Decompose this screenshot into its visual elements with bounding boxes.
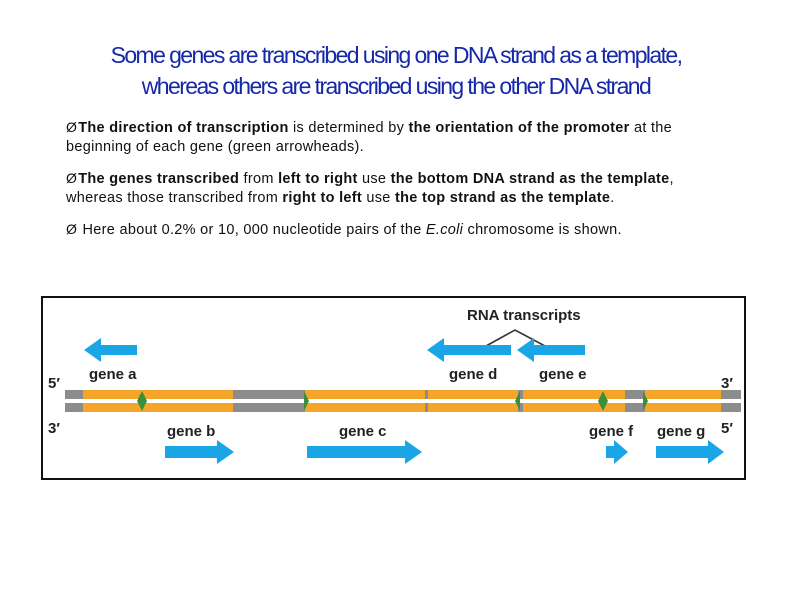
bullet-2-bold-1: The genes transcribed (78, 171, 240, 187)
title-line-2: whereas others are transcribed using the… (141, 73, 652, 99)
promoter-a (137, 391, 147, 411)
transcript-arrow-gene-e (517, 338, 585, 362)
transcript-arrow-gene-b (165, 440, 234, 464)
bullet-1-text-2: at the beginning of each gene (green arr… (66, 120, 673, 155)
bullet-3-text-1: Here about 0.2% or 10, 000 nucleotide pa… (78, 222, 426, 238)
bullet-2-bold-4: right to left (282, 190, 363, 206)
gene-region-c-top (305, 390, 425, 399)
transcript-arrow-gene-c (307, 440, 422, 464)
gene-f-label: gene f (589, 423, 634, 440)
promoter-f (598, 391, 608, 411)
gene-e-label: gene e (539, 366, 587, 383)
gene-diagram: RNA transcripts 5′ 3′ 3′ 5′ gene a gene … (41, 296, 746, 480)
bullet-ecoli: Ø Here about 0.2% or 10, 000 nucleotide … (66, 220, 726, 240)
transcript-arrow-gene-a (84, 338, 137, 362)
five-prime-left: 5′ (48, 375, 60, 392)
gene-d-label: gene d (449, 366, 497, 383)
promoter-d (515, 391, 520, 411)
promoter-c (304, 391, 309, 411)
bullet-3-text-2: chromosome is shown. (463, 222, 622, 238)
bullet-arrow-icon: Ø (66, 119, 78, 135)
slide-title: Some genes are transcribed using one DNA… (40, 40, 752, 102)
bullet-2-bold-3: the bottom DNA strand as the template (390, 171, 670, 187)
bullet-1-text-1: is determined by (288, 120, 409, 136)
promoter-g (643, 391, 648, 411)
bullet-strands: ØThe genes transcribed from left to righ… (66, 169, 726, 208)
three-prime-left: 3′ (48, 420, 60, 437)
gene-region-c-bottom (305, 403, 425, 412)
bullet-2-bold-5: the top strand as the template (394, 190, 611, 206)
bullet-2-text-2: use (357, 171, 391, 187)
bullet-2-bold-2: left to right (278, 171, 358, 187)
transcript-arrow-gene-g (656, 440, 724, 464)
gene-regions (83, 390, 721, 412)
bullet-list: ØThe direction of transcription is deter… (66, 118, 726, 252)
three-prime-right: 3′ (721, 375, 733, 392)
promoters (137, 391, 648, 411)
gene-region-d-bottom (428, 403, 518, 412)
gene-diagram-svg: RNA transcripts 5′ 3′ 3′ 5′ gene a gene … (48, 307, 741, 464)
gene-c-label: gene c (339, 423, 387, 440)
gene-region-ef-top (523, 390, 625, 399)
gene-region-ab-top (83, 390, 233, 399)
bullet-arrow-icon: Ø (66, 170, 78, 186)
title-line-1: Some genes are transcribed using one DNA… (110, 42, 683, 68)
bullet-2-text-1: from (239, 171, 279, 187)
five-prime-right: 5′ (721, 420, 733, 437)
gene-region-d-top (428, 390, 518, 399)
transcript-arrow-gene-f (606, 440, 628, 464)
transcript-arrow-gene-d (427, 338, 511, 362)
gene-g-label: gene g (657, 423, 705, 440)
gene-b-label: gene b (167, 423, 215, 440)
bullet-1-bold-1: The direction of transcription (78, 120, 289, 136)
bullet-3-italic: E.coli (425, 222, 464, 238)
rna-transcripts-label: RNA transcripts (467, 307, 581, 324)
gene-region-g-bottom (645, 403, 721, 412)
bullet-arrow-icon: Ø (66, 221, 78, 237)
gene-a-label: gene a (89, 366, 137, 383)
gene-region-ef-bottom (523, 403, 625, 412)
bullet-2-text-5: . (610, 190, 615, 206)
bullet-2-text-3: , whereas those transcribed from (66, 171, 674, 206)
bullet-1-bold-2: the orientation of the promoter (408, 120, 630, 136)
gene-region-ab-bottom (83, 403, 233, 412)
rna-connector (485, 329, 546, 347)
bullet-2-text-4: use (362, 190, 395, 206)
gene-region-g-top (645, 390, 721, 399)
bullet-direction: ØThe direction of transcription is deter… (66, 118, 726, 157)
